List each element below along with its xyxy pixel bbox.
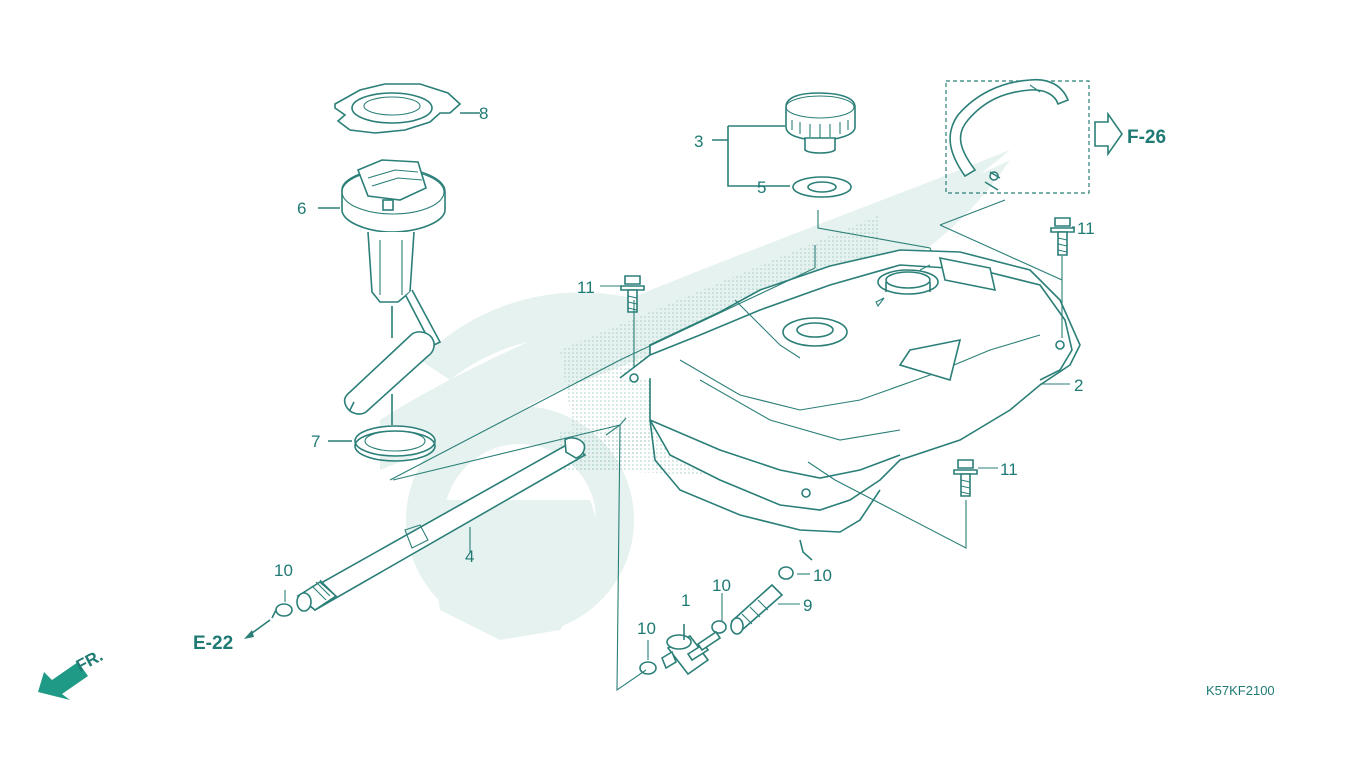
part-10-clip-hose-upper — [778, 566, 794, 580]
part-11-bolt-left — [620, 275, 645, 313]
part-8-set-plate — [334, 83, 480, 134]
callout-11-bottom-right: 11 — [1000, 460, 1018, 479]
callout-1: 1 — [681, 591, 690, 610]
part-10-clip-tube — [271, 603, 293, 619]
callout-10-tube-clip: 10 — [274, 561, 293, 580]
breather-hose — [949, 78, 1070, 178]
part-4-tube — [296, 437, 587, 612]
part-1-fuel-filter — [661, 624, 722, 676]
callout-11-top-right: 11 — [1077, 219, 1095, 238]
ref-arrow-e22[interactable]: E-22 — [193, 619, 271, 654]
callout-11-left: 11 — [577, 278, 595, 297]
callout-4: 4 — [465, 547, 474, 566]
ref-label-e22[interactable]: E-22 — [193, 633, 233, 654]
part-3-fuel-cap — [785, 92, 856, 154]
callout-10-lower-hose-clip: 10 — [712, 576, 731, 595]
part-7-packing-ring — [328, 394, 436, 462]
callout-6: 6 — [297, 199, 306, 218]
callout-5: 5 — [757, 178, 766, 197]
part-11-bolt-top-right — [1050, 217, 1075, 256]
fuel-level-float — [343, 306, 435, 415]
part-9-hose — [730, 583, 784, 635]
ref-label-f26[interactable]: F-26 — [1127, 127, 1166, 148]
callout-10-filter-clip: 10 — [637, 619, 656, 638]
front-arrow-icon — [38, 662, 88, 700]
leader-lines — [284, 199, 1075, 692]
part-2-fuel-tank — [619, 249, 1081, 561]
part-6-fuel-pump — [318, 159, 446, 348]
breather-hose-group — [945, 78, 1090, 194]
diagram-code: K57KF2100 — [1206, 683, 1275, 698]
callout-2: 2 — [1074, 376, 1083, 395]
callout-10-upper-hose-clip: 10 — [813, 566, 832, 585]
front-direction-indicator: FR. — [38, 646, 106, 700]
callout-8: 8 — [479, 104, 488, 123]
part-11-bolt-bottom-right — [953, 459, 978, 497]
callout-9: 9 — [803, 596, 812, 615]
callout-labels: 1 2 3 4 5 6 7 8 9 10 10 10 10 11 11 11 — [274, 104, 1095, 638]
callout-7: 7 — [311, 432, 320, 451]
part-10-clip-hose-lower — [711, 620, 727, 634]
ref-arrow-f26[interactable]: F-26 — [1094, 111, 1166, 157]
part-5-cap-gasket — [792, 176, 852, 198]
callout-3: 3 — [694, 132, 703, 151]
